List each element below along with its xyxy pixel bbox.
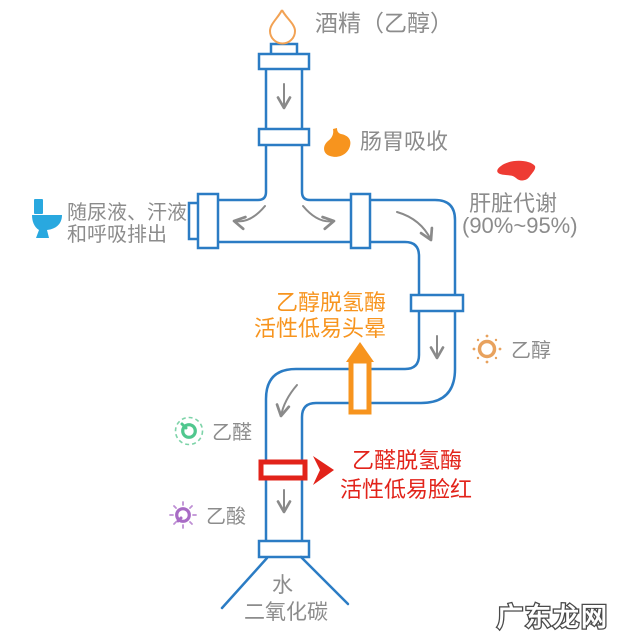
output-label-line2: 二氧化碳 (244, 601, 328, 624)
liver-icon (497, 160, 536, 181)
flange-tee-mid (349, 192, 372, 250)
acetic-acid-label: 乙酸 (206, 505, 246, 528)
molecule-orange-icon (472, 334, 502, 364)
outlet-funnel (220, 555, 350, 610)
watermark: 广东龙网 (497, 602, 609, 632)
ethanol-label: 乙醇 (511, 339, 551, 362)
aldh-valve-body (258, 459, 308, 481)
stomach-icon (324, 128, 351, 157)
pipe-network (187, 42, 465, 610)
flange-left-end (196, 192, 220, 250)
flange-top-2 (257, 127, 311, 147)
excretion-label-line2: 和呼吸排出 (67, 223, 167, 246)
arrow-tee-right (302, 205, 336, 231)
liver-label-line2: (90%~95%) (462, 213, 578, 238)
adh-valve-label-line1: 乙醇脱氢酶 (276, 290, 386, 315)
adh-valve-label-line2: 活性低易头晕 (254, 316, 386, 341)
flow-arrows (232, 83, 445, 514)
arrow-elbow-right (396, 211, 434, 242)
output-label-line1: 水 (272, 574, 293, 597)
adh-valve-body (348, 358, 372, 415)
toilet-icon (32, 199, 62, 238)
aldh-valve-label-line2: 活性低易脸红 (340, 477, 472, 502)
excretion-label-line1: 随尿液、汗液 (67, 201, 187, 224)
flange-right-vertical (409, 293, 465, 313)
flange-bottom (257, 539, 311, 559)
flange-top-1 (257, 52, 311, 71)
droplet-icon (268, 9, 297, 45)
aldh-valve-label-line1: 乙醛脱氢酶 (352, 448, 462, 473)
aldh-valve-arrow-right (313, 456, 334, 485)
arrow-tee-left (232, 205, 266, 231)
adh-valve (346, 342, 374, 415)
absorption-label: 肠胃吸收 (360, 129, 448, 154)
molecule-green-icon (174, 416, 204, 446)
arrow-scurve-down (275, 384, 298, 418)
acetaldehyde-label: 乙醛 (212, 421, 252, 444)
liver-label-line1: 肝脏代谢 (469, 191, 557, 216)
molecule-purple-icon (169, 501, 197, 529)
adh-valve-arrow-up (346, 342, 374, 362)
aldh-valve (258, 456, 334, 485)
source-label: 酒精（乙醇） (315, 10, 453, 36)
